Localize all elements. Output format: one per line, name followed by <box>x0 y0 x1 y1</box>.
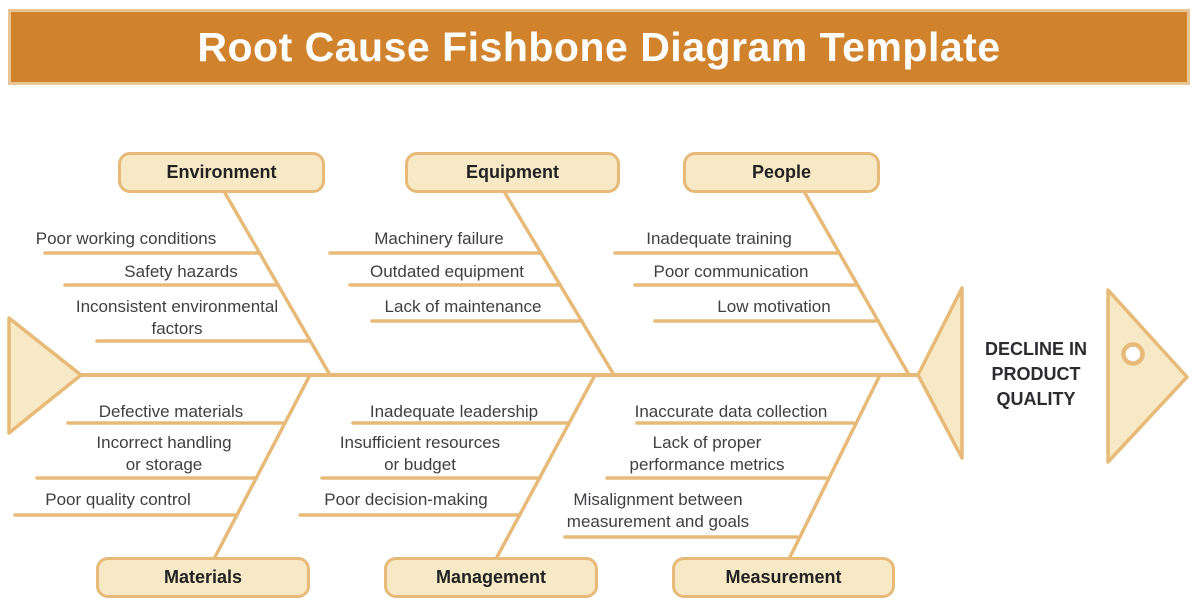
cause-label: Poor working conditions <box>35 229 217 248</box>
cause-label: Inaccurate data collection <box>634 402 828 421</box>
category-label: Environment <box>166 162 277 182</box>
cause-label: Incorrect handling or storage <box>96 433 232 474</box>
title-banner: Root Cause Fishbone Diagram Template <box>8 9 1190 85</box>
fish-eye-icon <box>1121 342 1145 366</box>
category-box-equipment: Equipment <box>405 152 620 193</box>
fish-head-icon <box>1106 288 1189 464</box>
head-connector-icon <box>916 286 964 460</box>
category-label: Equipment <box>466 162 559 182</box>
category-box-environment: Environment <box>118 152 325 193</box>
cause-label: Inconsistent environmental factors <box>75 297 279 338</box>
cause-label: Insufficient resources or budget <box>339 433 501 474</box>
cause-label: Poor quality control <box>45 490 191 509</box>
category-box-people: People <box>683 152 880 193</box>
cause-label: Machinery failure <box>374 229 504 248</box>
category-label: Measurement <box>725 567 842 587</box>
category-box-materials: Materials <box>96 557 310 598</box>
cause-label: Outdated equipment <box>369 262 525 281</box>
cause-label: Inadequate training <box>646 229 792 248</box>
category-box-measurement: Measurement <box>672 557 895 598</box>
bone-measurement <box>788 373 882 559</box>
category-label: People <box>751 162 812 182</box>
category-label: Materials <box>163 567 243 587</box>
bone-materials <box>213 373 312 559</box>
page-title: Root Cause Fishbone Diagram Template <box>197 23 1001 70</box>
category-label: Management <box>435 567 547 587</box>
cause-label: Low motivation <box>717 297 831 316</box>
cause-label: Safety hazards <box>124 262 238 281</box>
cause-label: Lack of proper performance metrics <box>629 433 785 474</box>
fish-tail-icon <box>7 316 83 435</box>
category-box-management: Management <box>384 557 598 598</box>
cause-label: Misalignment between measurement and goa… <box>566 490 750 531</box>
cause-label: Lack of maintenance <box>384 297 542 316</box>
effect-label: DECLINE IN PRODUCT QUALITY <box>984 339 1087 409</box>
cause-label: Inadequate leadership <box>369 402 539 421</box>
cause-label: Defective materials <box>98 402 244 421</box>
cause-label: Poor communication <box>653 262 809 281</box>
bone-management <box>495 373 597 559</box>
cause-label: Poor decision-making <box>324 490 488 509</box>
